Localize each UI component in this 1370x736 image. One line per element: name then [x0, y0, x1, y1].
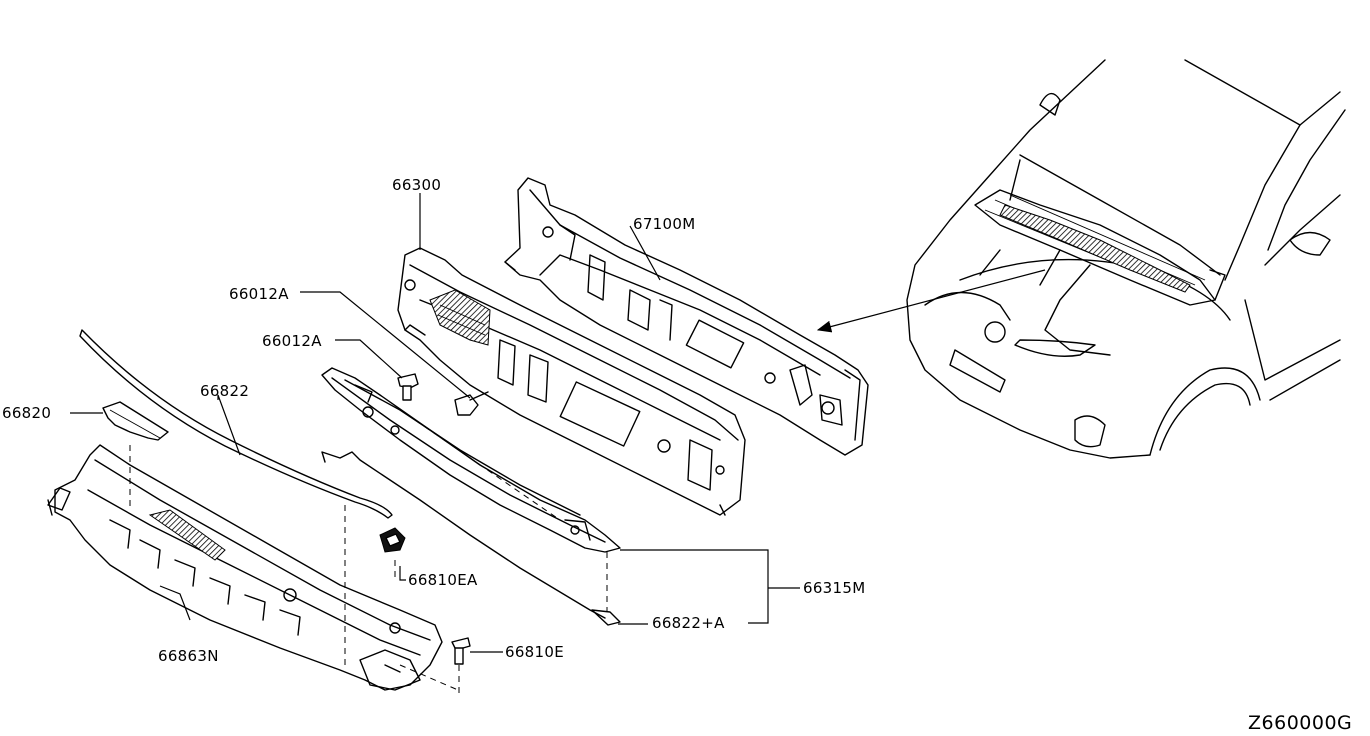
label-66810E: 66810E — [505, 643, 564, 661]
label-66822: 66822 — [200, 382, 249, 400]
reference-lines — [129, 419, 608, 695]
part-67100M — [504, 177, 869, 456]
label-66315M: 66315M — [803, 579, 865, 597]
label-66863N: 66863N — [158, 647, 219, 665]
part-66300 — [397, 247, 746, 516]
clip-66810EA — [379, 527, 406, 553]
label-66820: 66820 — [2, 404, 51, 422]
diagram-code: Z660000G — [1248, 712, 1352, 734]
label-66822A: 66822+A — [652, 614, 725, 632]
label-66012A-upper: 66012A — [229, 285, 289, 303]
clip-66012A-lower — [397, 373, 419, 401]
leader-lines — [70, 193, 800, 653]
part-66822A — [321, 451, 621, 626]
label-66810EA: 66810EA — [408, 571, 478, 589]
label-67100M: 67100M — [633, 215, 695, 233]
part-66863N — [47, 444, 443, 691]
vehicle-illustration — [906, 59, 1346, 459]
part-66315M — [321, 367, 621, 553]
clip-66012A-upper — [454, 391, 489, 416]
part-66822 — [79, 329, 393, 519]
clip-66810E — [451, 637, 471, 665]
location-arrow — [816, 269, 1046, 333]
label-66300: 66300 — [392, 176, 441, 194]
label-66012A-lower: 66012A — [262, 332, 322, 350]
part-66820 — [102, 401, 169, 441]
